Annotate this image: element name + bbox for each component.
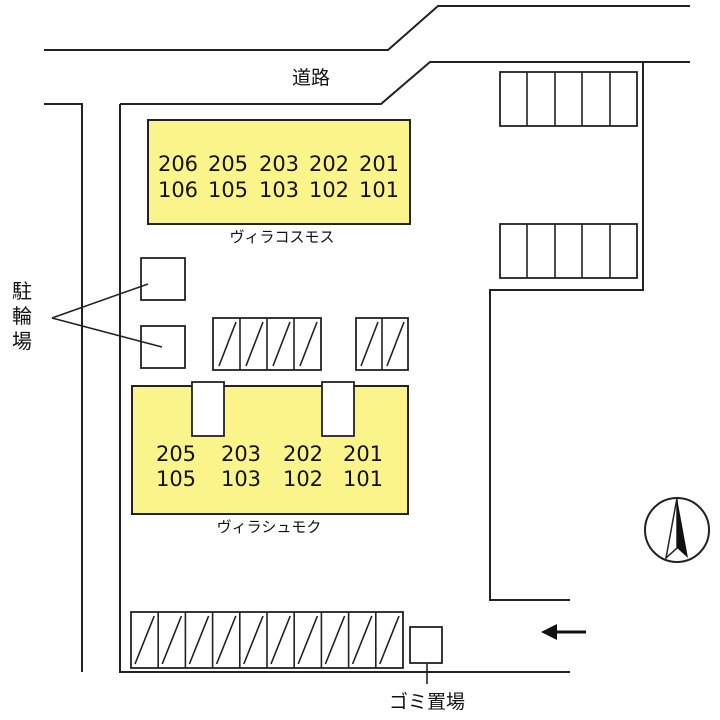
building-name-cosmos: ヴィラコスモス bbox=[229, 228, 334, 246]
stall-stripe bbox=[243, 615, 264, 665]
unit-202: 202 bbox=[309, 152, 349, 176]
stall-stripe bbox=[188, 615, 210, 665]
parking-group-bottom bbox=[130, 611, 404, 669]
unit-101: 101 bbox=[343, 467, 383, 491]
unit-203: 203 bbox=[259, 152, 299, 176]
building-1-units: 206 205 203 202 201 106 105 103 102 101 bbox=[158, 152, 399, 202]
stall-stripe bbox=[297, 615, 319, 665]
unit-205: 205 bbox=[156, 442, 196, 466]
unit-102: 102 bbox=[309, 178, 349, 202]
building-2-units: 205 203 202 201 105 103 102 101 bbox=[156, 442, 383, 491]
stall-stripe bbox=[351, 615, 373, 665]
label-char-1: 駐 bbox=[12, 279, 32, 303]
north-arrow-icon bbox=[644, 497, 710, 563]
bicycle-parking-label: 駐 輪 場 bbox=[12, 279, 32, 353]
parking-group-middle-right bbox=[355, 317, 409, 371]
stall-stripe bbox=[134, 615, 155, 665]
unit-105: 105 bbox=[156, 467, 196, 491]
parking-group-mid-right bbox=[499, 223, 638, 279]
unit-101: 101 bbox=[359, 178, 399, 202]
unit-103: 103 bbox=[259, 178, 299, 202]
road-edge-inner bbox=[120, 61, 690, 105]
stall-stripe bbox=[161, 615, 183, 665]
unit-103: 103 bbox=[221, 467, 261, 491]
unit-206: 206 bbox=[158, 152, 198, 176]
unit-105: 105 bbox=[208, 178, 248, 202]
building-villa-cosmos bbox=[147, 119, 411, 225]
bicycle-parking-leader bbox=[51, 283, 163, 348]
road-label: 道路 bbox=[292, 67, 330, 89]
unit-201: 201 bbox=[343, 442, 383, 466]
parking-group-middle bbox=[212, 317, 322, 371]
unit-201: 201 bbox=[359, 152, 399, 176]
stairway-left bbox=[191, 381, 225, 437]
garbage-area bbox=[409, 626, 443, 664]
road-edge-top bbox=[44, 5, 690, 51]
stall-stripe bbox=[215, 615, 237, 665]
label-char-3: 場 bbox=[12, 329, 32, 353]
unit-102: 102 bbox=[283, 467, 323, 491]
bicycle-parking-upper bbox=[140, 257, 186, 301]
stall-stripe bbox=[379, 615, 400, 665]
left-road-edge bbox=[44, 103, 83, 672]
unit-106: 106 bbox=[158, 178, 198, 202]
left-arrow-icon bbox=[541, 624, 586, 640]
site-boundary-right bbox=[489, 62, 644, 601]
building-name-shumoku: ヴィラシュモク bbox=[217, 518, 322, 536]
parking-group-top-right bbox=[499, 71, 638, 127]
unit-203: 203 bbox=[221, 442, 261, 466]
stairway-right bbox=[321, 381, 355, 437]
stall-stripe bbox=[270, 615, 291, 665]
unit-202: 202 bbox=[283, 442, 323, 466]
unit-205: 205 bbox=[208, 152, 248, 176]
building-villa-shumoku bbox=[131, 385, 409, 515]
stall-stripe bbox=[324, 615, 346, 665]
bicycle-parking-lower bbox=[140, 325, 186, 369]
garbage-label: ゴミ置場 bbox=[389, 691, 465, 713]
label-char-2: 輪 bbox=[12, 304, 32, 328]
